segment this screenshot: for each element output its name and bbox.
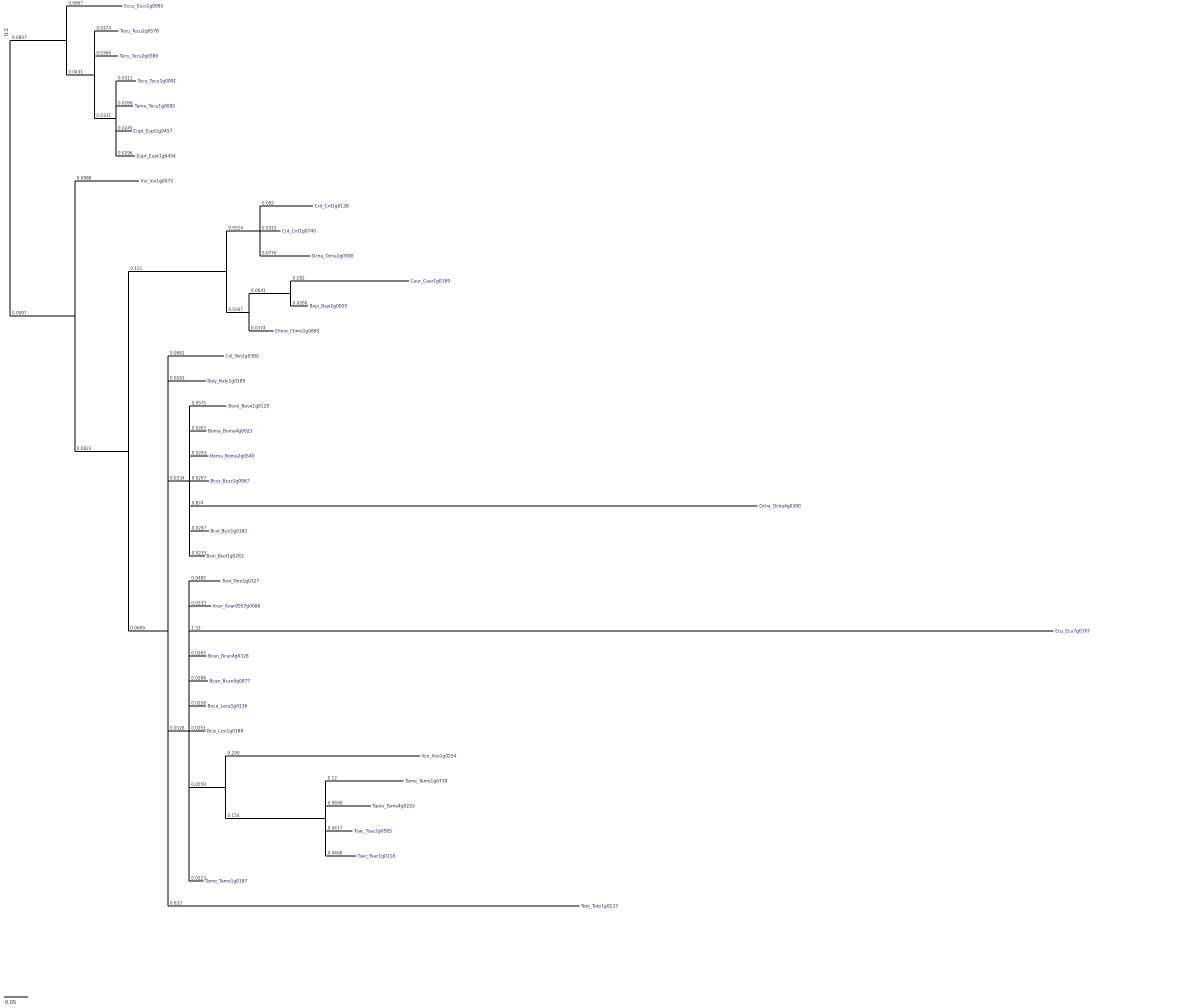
branch-length-label: 0.0867 bbox=[12, 35, 27, 40]
branch-length-label: 1.33 bbox=[191, 626, 201, 631]
tip-label: Chmo_Chmo1g0895 bbox=[275, 329, 320, 335]
tip-label: Boma_Boma2g0540 bbox=[210, 454, 254, 460]
tip-label: Crd_Crd1g0740 bbox=[282, 229, 316, 235]
branches-layer bbox=[9, 5, 1054, 907]
branch-length-label: 0.0867 bbox=[68, 1, 83, 6]
branch-length-label: 0.0328 bbox=[170, 726, 185, 731]
branch-length-label: 0.0997 bbox=[12, 311, 27, 316]
tip-label: Teto_Teto1g0133 bbox=[580, 904, 618, 910]
tip-label: Eupt_Eupt1g0457 bbox=[133, 129, 172, 135]
tip-label: Boca_Loca1g0136 bbox=[207, 704, 247, 710]
branch-length-label: 0.0583 bbox=[170, 376, 185, 381]
tip-label: Baly_Baly1g0189 bbox=[207, 379, 245, 385]
branch-length-label: 0.0251 bbox=[191, 726, 206, 731]
branch-length-label: 0.0571 bbox=[192, 401, 207, 406]
branch-length-label: 0.0776 bbox=[262, 251, 277, 256]
tip-label: Bcan_Bcan4g0877 bbox=[209, 679, 250, 685]
tip-label: Tamo_Tamo1g0718 bbox=[404, 779, 447, 785]
tip-label: Bcsi_Lcsi1g0188 bbox=[207, 729, 243, 735]
branch-length-label: 0.082 bbox=[262, 201, 274, 206]
tip-label: Caur_Caur1g0189 bbox=[410, 279, 450, 285]
tip-label: Bcsi_Bcsi1g0182 bbox=[210, 529, 247, 535]
branch-length-label: 0.0823 bbox=[77, 446, 92, 451]
branch-length-label: 0.299 bbox=[228, 751, 240, 756]
branch-length-label: 0.0468 bbox=[328, 851, 343, 856]
branch-length-label: 0.0296 bbox=[118, 151, 133, 156]
branch-length-label: 0.0347 bbox=[228, 307, 243, 312]
tip-label: Ocha_Ocha4g0390 bbox=[759, 504, 801, 510]
tip-label: Tecu_Tecu1g0091 bbox=[137, 79, 177, 85]
branch-length-label: 0.0258 bbox=[191, 701, 206, 706]
branch-length-label: 0.0485 bbox=[191, 576, 206, 581]
branch-length-label: 0.182 bbox=[293, 276, 305, 281]
tip-label: Vvi_Vvi1g0075 bbox=[141, 179, 174, 185]
tip-label: Tecu_Tecu2g0578 bbox=[119, 29, 159, 35]
branch-length-label: 0.0288 bbox=[191, 676, 206, 681]
branch-length-label: 0.0223 bbox=[191, 876, 206, 881]
branch-length-label: 0.0641 bbox=[251, 288, 266, 293]
tip-label: Tsac_Tsac1g0118 bbox=[357, 854, 396, 860]
branch-length-label: 0.0698 bbox=[328, 801, 343, 806]
branch-length-label: 0.12 bbox=[328, 776, 338, 781]
tip-label: Bcan_Bcan4g0328 bbox=[208, 654, 249, 660]
tip-label: Tamo_Tamo4g0233 bbox=[372, 804, 415, 810]
branch-length-label: 0.0297 bbox=[192, 526, 207, 531]
tip-label: Boma_Boma4g0023 bbox=[208, 429, 252, 435]
branch-length-label: 0.0366 bbox=[96, 51, 111, 56]
branch-length-label: 0.0235 bbox=[192, 551, 207, 556]
branch-length-label: 0.0331 bbox=[96, 113, 111, 118]
tip-label: Aco_Aco1g0254 bbox=[421, 754, 456, 760]
tip-label: Crd_Crd1g0138 bbox=[315, 204, 349, 210]
branch-length-label: 0.0514 bbox=[228, 226, 243, 231]
tip-label: Ocha_Ocha1g0590 bbox=[312, 254, 354, 260]
branch-length-label: 0.0559 bbox=[191, 782, 206, 787]
branch-length-label: 0.0311 bbox=[118, 76, 133, 81]
tip-label: Eccu_Eucr1g0085 bbox=[124, 4, 163, 10]
tip-label: Toro_Toro1g0327 bbox=[221, 579, 259, 585]
branch-length-label: 0.0265 bbox=[191, 651, 206, 656]
tip-label: Tamu_Tecu1g0092 bbox=[134, 104, 176, 110]
tip-label: Tsac_Tsac2g0585 bbox=[353, 829, 392, 835]
tip-label: Tecu_Tecu2g0580 bbox=[119, 54, 159, 60]
branch-length-label: 0.0268 bbox=[293, 301, 308, 306]
tip-label: Cel_Ten1g0380 bbox=[225, 354, 259, 360]
branch-length-label: 0.0374 bbox=[251, 326, 266, 331]
branch-length-label: 0.0431 bbox=[68, 69, 83, 74]
tip-label: Bsoi_Bsoi1g0263 bbox=[206, 554, 244, 560]
labels-layer: 0.08670.0867Eccu_Eucr1g00850.04310.0374T… bbox=[12, 1, 1090, 910]
branch-length-label: 0.874 bbox=[192, 501, 204, 506]
branch-length-label: 0.0266 bbox=[118, 101, 133, 106]
tip-label: Beve_Beve1g0129 bbox=[228, 404, 269, 410]
branch-length-label: 0.0417 bbox=[328, 826, 343, 831]
scale-bar: 0.05 bbox=[4, 996, 28, 1006]
branch-length-label: 0.0297 bbox=[192, 476, 207, 481]
tip-label: Bcsz_Bcsz1g0067 bbox=[210, 479, 249, 485]
branch-length-label: 0.633 bbox=[170, 901, 182, 906]
tip-label: Eupt_Eupt1g0454 bbox=[137, 154, 176, 160]
branch-length-label: 0.0334 bbox=[170, 476, 185, 481]
branch-length-label: 0.0374 bbox=[96, 26, 111, 31]
tip-label: Tamo_Tamo1g0187 bbox=[204, 879, 247, 885]
branch-length-label: 0.0609 bbox=[130, 626, 145, 631]
branch-length-label: 0.0315 bbox=[262, 226, 277, 231]
branch-length-label: 0.0333 bbox=[191, 601, 206, 606]
tip-label: Anar_Anar0057g0088 bbox=[212, 604, 260, 610]
tip-label: Ecu_Ecu7g0167 bbox=[1055, 629, 1090, 635]
branch-length-label: 0.154 bbox=[228, 813, 240, 818]
branch-length-label: 0.0245 bbox=[118, 126, 133, 131]
branch-length-label: 0.0988 bbox=[77, 176, 92, 181]
branch-length-label: 0.0261 bbox=[192, 426, 207, 431]
scale-bar-label: 0.05 bbox=[5, 1000, 16, 1006]
branch-length-label: 0.0862 bbox=[170, 351, 185, 356]
branch-length-label: 0.151 bbox=[130, 266, 142, 271]
root-label: 0.2 bbox=[4, 28, 10, 36]
tip-label: Bspi_Bspi2g0050 bbox=[310, 304, 348, 310]
branch-length-label: 0.0293 bbox=[192, 451, 207, 456]
